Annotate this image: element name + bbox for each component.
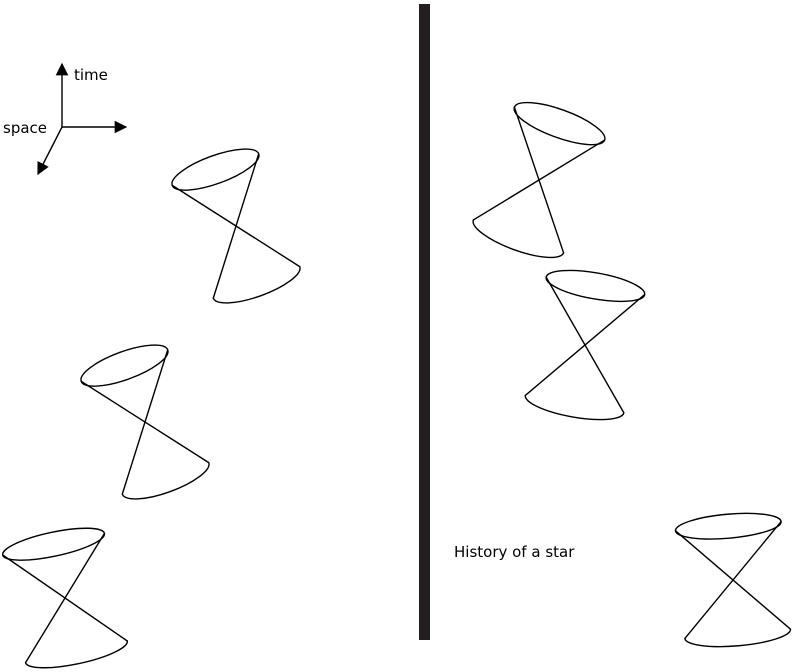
space-axis-label: space xyxy=(3,119,47,137)
light-cone xyxy=(76,337,213,508)
light-cone xyxy=(469,94,610,266)
star-history-caption: History of a star xyxy=(454,543,575,561)
axes-triad: time space xyxy=(3,64,126,174)
star-worldline xyxy=(419,4,430,640)
light-cone xyxy=(0,522,130,672)
time-axis-label: time xyxy=(74,66,108,84)
light-cone xyxy=(674,510,791,651)
light-cone xyxy=(523,264,647,425)
light-cone xyxy=(167,141,304,312)
